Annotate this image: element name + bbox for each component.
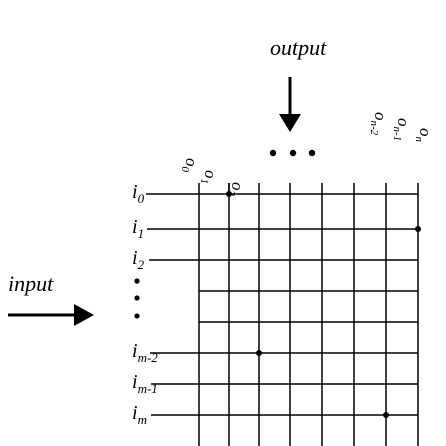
output-ellipsis-dot <box>269 149 277 157</box>
input-ellipsis-dot <box>134 313 140 319</box>
crosspoint-i0-o1 <box>226 191 232 197</box>
crosspoint-connections <box>226 183 421 418</box>
input-label-i0: i0 <box>132 181 145 206</box>
output-ellipsis-dot <box>308 149 316 157</box>
input-label: input <box>8 271 54 296</box>
crosspoint-i1-on <box>415 226 421 232</box>
output-label-o1: o1 <box>198 170 220 184</box>
input-label-i2: i2 <box>132 247 145 272</box>
input-ellipsis-dot <box>134 295 140 301</box>
output-label-on-1: on-1 <box>391 118 413 141</box>
input-label-im-1: im-1 <box>132 371 158 396</box>
output-labels: o0 o1 o2 on-2 on-1 on <box>179 112 435 197</box>
crosspoint-im-2-o2 <box>256 350 262 356</box>
input-ellipsis-dot <box>134 278 140 284</box>
input-label-i1: i1 <box>132 216 144 241</box>
input-labels: i0 i1 i2 im-2 im-1 im <box>132 181 158 427</box>
input-label-im: im <box>132 402 147 427</box>
output-label-o0: o0 <box>179 158 201 173</box>
output-lines <box>198 183 419 446</box>
input-arrow-head <box>74 304 94 326</box>
output-ellipsis-dot <box>289 149 297 157</box>
input-label-im-2: im-2 <box>132 340 158 365</box>
crosspoint-im-on-1 <box>383 412 389 418</box>
output-label-on-2: on-2 <box>368 112 390 136</box>
output-arrow-head <box>279 114 301 132</box>
output-label-on: on <box>413 128 435 143</box>
input-lines <box>146 193 418 416</box>
output-label: output <box>270 35 327 60</box>
